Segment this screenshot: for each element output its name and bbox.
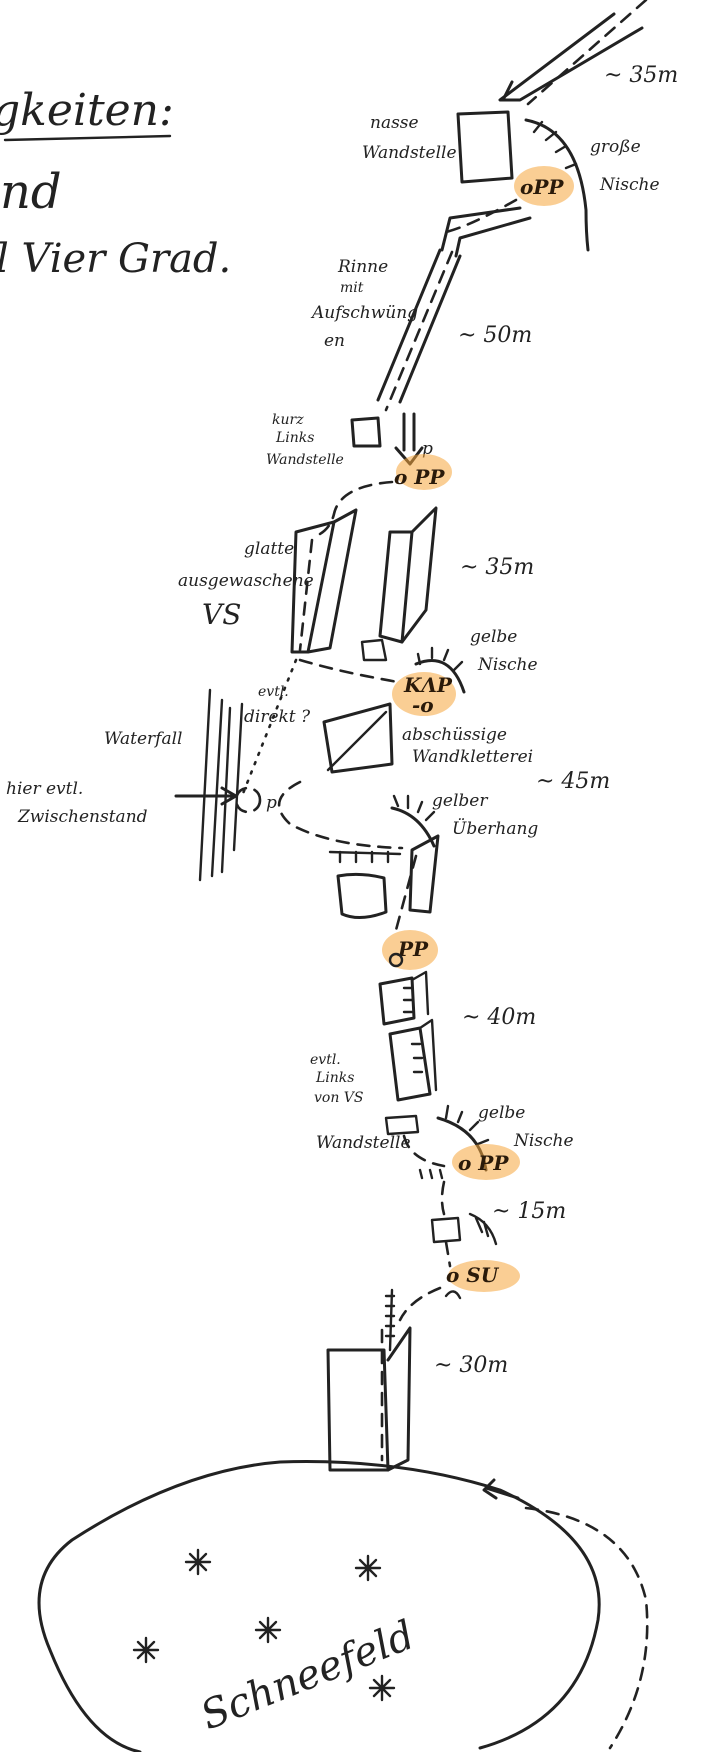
distance-40m: ~ 40m <box>462 1005 536 1030</box>
distance-35m-top: ~ 35m <box>604 63 678 88</box>
label-ueberhang: Überhang <box>452 818 538 839</box>
grosse-nische-hatching <box>534 122 576 168</box>
label-gelbe-2: gelbe <box>478 1103 525 1123</box>
distance-15m: ~ 15m <box>492 1199 566 1224</box>
label-evtl: evtl. <box>258 684 289 700</box>
zwischenstand-arrow <box>176 788 236 804</box>
label-rinne: Rinne <box>337 257 388 277</box>
slab-diagonal <box>328 712 386 770</box>
distance-30m: ~ 30m <box>434 1353 508 1378</box>
slab-block <box>324 704 392 772</box>
label-links: Links <box>275 430 314 446</box>
glatte-vs-right-pillar <box>380 508 436 642</box>
label-abschuessige: abschüssige <box>402 725 507 745</box>
waterfall-lines <box>200 690 242 880</box>
bottom-wall <box>328 1290 410 1470</box>
label-evtl-2: evtl. <box>310 1052 341 1068</box>
label-en: en <box>324 331 345 351</box>
distance-45m: ~ 45m <box>536 769 610 794</box>
label-nasse: nasse <box>370 113 419 133</box>
route-s-curve <box>279 782 402 848</box>
schneefeld-outline <box>39 1462 599 1752</box>
label-nische-2: Nische <box>513 1131 574 1151</box>
nische-2-ticks <box>420 1170 442 1178</box>
label-vs: VS <box>202 598 241 631</box>
label-kurz: kurz <box>272 412 304 428</box>
label-zwischenstand: Zwischenstand <box>17 807 148 827</box>
label-direkt: direkt ? <box>244 707 311 727</box>
label-von-vs: von VS <box>314 1090 364 1106</box>
top-approach-channel <box>500 0 646 104</box>
small-wall-block <box>352 418 380 446</box>
nasse-wandstelle-block <box>458 112 512 182</box>
route-line-bottom <box>400 1288 440 1320</box>
label-hier-evtl: hier evtl. <box>6 779 83 799</box>
anchor-2: o PP <box>394 465 445 489</box>
ueberhang-hatching <box>394 796 434 820</box>
anchor-5: o PP <box>458 1151 509 1175</box>
label-wandkletterei: Wandkletterei <box>412 747 533 767</box>
gelbe-nische-1-hatching <box>418 648 462 670</box>
small-block <box>362 640 386 660</box>
bottom-hook <box>446 1291 460 1298</box>
anchor-6: o SU <box>446 1263 500 1287</box>
label-wandstelle-top: Wandstelle <box>362 143 457 163</box>
label-gelber: gelber <box>432 791 488 811</box>
label-nische-1: Nische <box>477 655 538 675</box>
anchor-1: oPP <box>520 175 564 199</box>
label-gelbe-1: gelbe <box>470 627 517 647</box>
label-mit: mit <box>340 280 364 296</box>
zwischenstand-circle <box>236 788 260 812</box>
route-line-15 <box>442 1182 444 1214</box>
label-wandstelle-low: Wandstelle <box>316 1133 411 1153</box>
header-line-2: nd <box>0 164 62 220</box>
label-nische-top: Nische <box>599 175 660 195</box>
label-aufschwung: Aufschwüng <box>310 303 418 323</box>
header-line-1: gkeiten: <box>0 85 174 136</box>
label-grosse: große <box>590 137 641 157</box>
label-schneefeld: Schneefeld <box>195 1612 421 1739</box>
rinne-gully <box>378 250 460 410</box>
anchor-p-mid: p <box>266 793 277 813</box>
right-pillar-lower <box>396 836 438 930</box>
wandstelle-block-lower <box>386 1116 418 1134</box>
distance-35m: ~ 35m <box>460 555 534 580</box>
header-underline <box>5 136 170 140</box>
distance-50m: ~ 50m <box>458 323 532 348</box>
label-ausgewaschene: ausgewaschene <box>178 571 314 591</box>
lower-block <box>338 874 386 917</box>
anchor-3b: -o <box>412 693 434 717</box>
approach-dashed <box>526 1508 647 1748</box>
direct-dotted-line <box>242 660 296 796</box>
label-waterfall: Waterfall <box>104 729 182 749</box>
label-wandstelle-mid: Wandstelle <box>266 452 344 468</box>
label-glatte: glatte <box>244 539 294 559</box>
route-line-3 <box>300 660 398 682</box>
label-links-2: Links <box>315 1070 354 1086</box>
vs-pillar-lower <box>380 972 436 1100</box>
small-block-15 <box>432 1218 460 1242</box>
header-line-3: l Vier Grad. <box>0 236 231 282</box>
